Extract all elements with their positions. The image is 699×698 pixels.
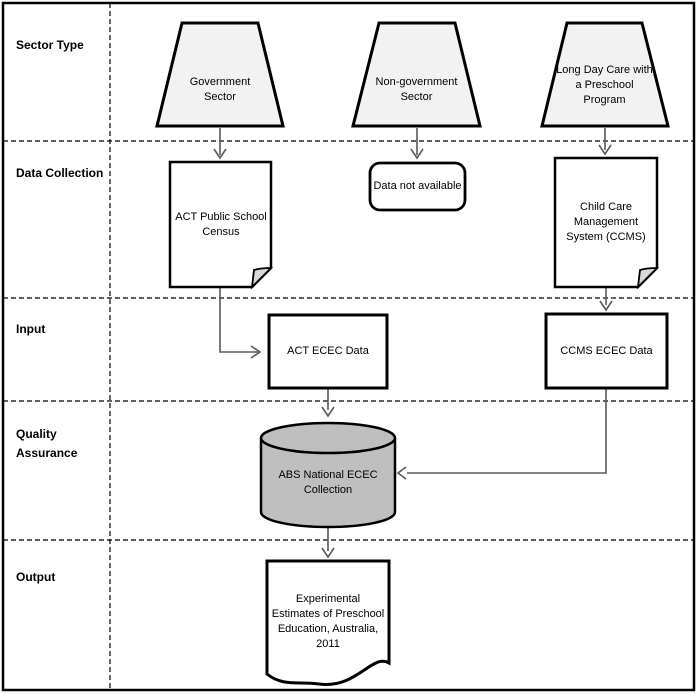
node-long-day-care-label: Long Day Care with a Preschool Program (556, 64, 653, 106)
row-label-output: Output (16, 570, 56, 584)
cylinder-abs-collection-body (259, 438, 397, 529)
row-label-quality-assurance: Quality Assurance (16, 427, 78, 460)
arrow-actecec-to-collection (321, 388, 335, 418)
node-government-sector-label: Government Sector (189, 75, 251, 103)
rect-ccms-ecec-data (544, 312, 669, 390)
arrow-collection-to-output (321, 527, 335, 559)
node-ccms-ecec-data-label: CCMS ECEC Data (560, 344, 653, 357)
node-experimental-estimates-label: Experimental Estimates of Preschool Educ… (271, 593, 385, 650)
arrow-government-to-census (213, 128, 227, 160)
document-census-fold (250, 267, 274, 290)
node-abs-collection-label: ABS National ECEC Collection (278, 468, 378, 496)
rounded-rect-data-not-available (368, 161, 467, 212)
arrow-ccms-to-ccmsecec (599, 287, 613, 312)
cylinder-abs-collection-top (259, 421, 397, 455)
arrow-census-to-actecec (219, 287, 262, 359)
node-data-not-available-label: Data not available (373, 180, 462, 192)
trapezoid-long-day-care (540, 21, 670, 128)
node-non-government-sector-label: Non-government Sector (375, 75, 458, 103)
node-ccms-label: Child Care Management System (CCMS) (566, 201, 646, 243)
connectors (213, 128, 613, 559)
node-act-public-school-census-label: ACT Public School Census (175, 210, 267, 238)
arrow-ccmsecec-to-collection (396, 388, 607, 480)
rect-act-ecec-data (267, 313, 389, 390)
arrow-longdaycare-to-ccms (598, 128, 612, 156)
trapezoid-non-government-sector (351, 21, 482, 128)
row-label-data-collection: Data Collection (16, 166, 104, 180)
row-label-sector-type: Sector Type (16, 38, 84, 52)
trapezoid-government-sector (155, 21, 285, 128)
node-act-ecec-data-label: ACT ECEC Data (287, 345, 369, 357)
row-label-input: Input (16, 322, 46, 336)
document-experimental-estimates (265, 559, 391, 686)
arrow-nongovernment-to-datanotavailable (410, 128, 424, 160)
document-ccms-fold (636, 267, 660, 290)
